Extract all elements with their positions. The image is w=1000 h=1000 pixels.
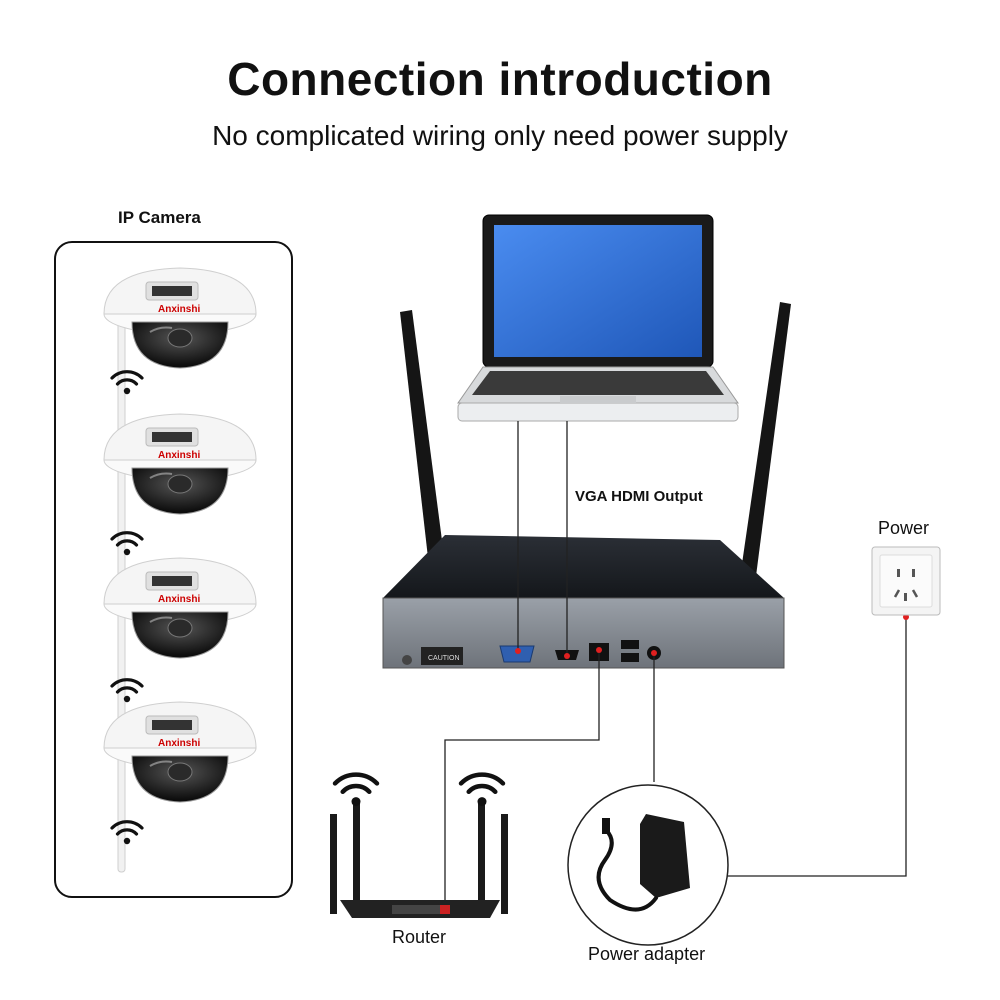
connection-lines (444, 421, 907, 910)
power-adapter-label: Power adapter (588, 944, 706, 964)
ip-camera: Anxinshi (103, 557, 257, 729)
ip-camera-label: IP Camera (118, 208, 201, 227)
ip-camera: Anxinshi (103, 413, 257, 585)
camera-brand: Anxinshi (158, 738, 200, 749)
nvr-recorder: CAUTION (382, 535, 785, 669)
svg-text:CAUTION: CAUTION (428, 655, 460, 662)
camera-brand: Anxinshi (158, 450, 200, 461)
power-label: Power (878, 518, 930, 538)
wifi-icon (461, 775, 503, 807)
ip-camera: Anxinshi (103, 267, 257, 439)
wifi-icon (335, 775, 377, 807)
page-title: Connection introduction (227, 53, 773, 105)
router-label: Router (392, 927, 447, 947)
wifi-icon (110, 678, 144, 704)
camera-group-frame (54, 241, 293, 898)
ip-camera: Anxinshi (103, 701, 257, 873)
laptop (457, 214, 739, 422)
page-subtitle: No complicated wiring only need power su… (212, 120, 788, 151)
power-adapter (567, 784, 729, 946)
camera-brand: Anxinshi (158, 594, 200, 605)
wifi-icon (110, 531, 144, 557)
wifi-icon (110, 370, 144, 396)
wall-socket (871, 546, 941, 616)
router (330, 800, 508, 918)
wifi-icon (110, 820, 144, 846)
camera-brand: Anxinshi (158, 304, 200, 315)
vga-hdmi-output-label: VGA HDMI Output (575, 488, 703, 505)
